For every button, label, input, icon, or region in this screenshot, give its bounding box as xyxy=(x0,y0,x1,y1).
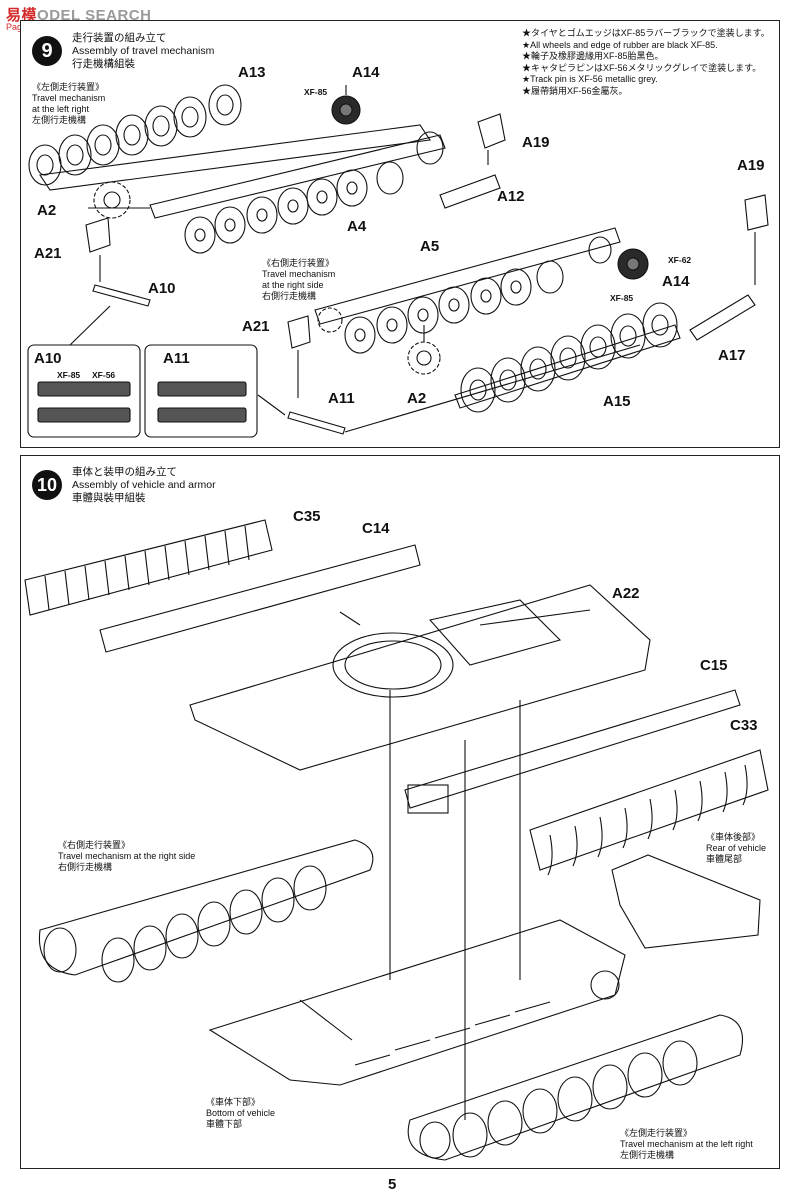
caption-line: Travel mechanism xyxy=(32,93,106,103)
step9-title-jp: 走行装置の組み立て xyxy=(72,32,167,44)
caption-line: Travel mechanism xyxy=(262,269,336,279)
label-a15: A15 xyxy=(603,393,631,410)
watermark-logo: 易模ODEL SEARCH xyxy=(6,7,152,24)
caption-bottom-vehicle: 《車体下部》 Bottom of vehicle 車體下部 xyxy=(206,1097,275,1130)
paint-xf85-top: XF-85 xyxy=(304,87,328,97)
note-line: ★キャタピラピンはXF-56メタリックグレイで塗装します。 xyxy=(522,62,762,73)
caption-line: Rear of vehicle xyxy=(706,843,767,853)
inset-label-a10: A10 xyxy=(34,350,62,367)
step9-title-en: Assembly of travel mechanism xyxy=(72,45,215,57)
paint-xf62: XF-62 xyxy=(668,255,692,265)
note-line: ★All wheels and edge of rubber are black… xyxy=(522,39,718,50)
inset-label-a11: A11 xyxy=(163,350,190,367)
step10-title: 車体と装甲の組み立て Assembly of vehicle and armor… xyxy=(72,466,216,505)
page-number: 5 xyxy=(388,1176,397,1193)
inset-paint-xf85: XF-85 xyxy=(57,370,81,380)
caption-line: 右側行走機構 xyxy=(58,862,113,872)
caption-line: 左側行走機構 xyxy=(32,115,87,125)
note-line: ★履帶銷用XF-56金屬灰。 xyxy=(522,85,628,96)
step10-title-en: Assembly of vehicle and armor xyxy=(72,479,216,491)
step9-paint-notes: ★タイヤとゴムエッジはXF-85ラバーブラックで塗装します。 ★All whee… xyxy=(522,28,770,97)
caption-line: at the left right xyxy=(32,104,90,114)
caption-line: Travel mechanism at the left right xyxy=(620,1139,753,1149)
note-line: ★Track pin is XF-56 metallic grey. xyxy=(522,74,658,84)
label-a22: A22 xyxy=(612,585,640,602)
caption-right-track: 《右側走行装置》 Travel mechanism at the right s… xyxy=(58,840,195,873)
label-a5: A5 xyxy=(420,238,440,255)
label-a11: A11 xyxy=(328,390,355,407)
label-a2-right: A2 xyxy=(407,390,427,407)
label-c35: C35 xyxy=(293,508,321,525)
step10-panel xyxy=(20,455,780,1169)
caption-line: 《車体下部》 xyxy=(206,1097,261,1107)
label-c33: C33 xyxy=(730,717,758,734)
label-a17: A17 xyxy=(718,347,746,364)
step9-title-cn: 行走機構組裝 xyxy=(72,58,135,70)
label-a14-top: A14 xyxy=(352,64,380,81)
caption-line: 左側行走機構 xyxy=(620,1150,675,1160)
caption-rear-vehicle: 《車体後部》 Rear of vehicle 車體尾部 xyxy=(706,832,766,865)
step10-title-cn: 車體與裝甲組裝 xyxy=(72,492,146,504)
caption-line: 《右側走行装置》 xyxy=(58,840,131,850)
caption-line: Travel mechanism at the right side xyxy=(58,851,196,861)
label-a13: A13 xyxy=(238,64,266,81)
caption-line: 《車体後部》 xyxy=(706,832,761,842)
label-c15: C15 xyxy=(700,657,728,674)
caption-line: 右側行走機構 xyxy=(262,291,317,301)
paint-xf85-right: XF-85 xyxy=(610,293,634,303)
caption-line: 車體下部 xyxy=(206,1119,243,1129)
caption-line: 《左側走行装置》 xyxy=(32,82,105,92)
caption-left-track: 《左側走行装置》 Travel mechanism at the left ri… xyxy=(620,1128,753,1161)
label-a4: A4 xyxy=(347,218,367,235)
caption-line: at the right side xyxy=(262,280,324,290)
step10-badge: 10 xyxy=(32,470,62,500)
note-line: ★タイヤとゴムエッジはXF-85ラバーブラックで塗装します。 xyxy=(522,28,770,38)
label-a12: A12 xyxy=(497,188,525,205)
left-track-caption: 《左側走行装置》 Travel mechanism at the left ri… xyxy=(32,82,105,126)
step9-badge: 9 xyxy=(32,36,62,66)
step9-title: 走行装置の組み立て Assembly of travel mechanism 行… xyxy=(72,32,214,71)
caption-line: 《左側走行装置》 xyxy=(620,1128,693,1138)
step10-title-jp: 車体と装甲の組み立て xyxy=(72,466,177,478)
label-a19-top: A19 xyxy=(522,134,550,151)
label-a2-left: A2 xyxy=(37,202,57,219)
caption-line: Bottom of vehicle xyxy=(206,1108,276,1118)
caption-line: 車體尾部 xyxy=(706,854,743,864)
label-a19-right: A19 xyxy=(737,157,765,174)
right-track-caption: 《右側走行装置》 Travel mechanism at the right s… xyxy=(262,258,335,302)
label-a10: A10 xyxy=(148,280,176,297)
caption-line: 《右側走行装置》 xyxy=(262,258,335,268)
note-line: ★輪子及橡膠邊緣用XF-85胎黑色。 xyxy=(522,51,664,61)
label-c14: C14 xyxy=(362,520,390,537)
inset-paint-xf56: XF-56 xyxy=(92,370,116,380)
label-a21-left: A21 xyxy=(34,245,62,262)
label-a14-right: A14 xyxy=(662,273,690,290)
label-a21-right: A21 xyxy=(242,318,270,335)
